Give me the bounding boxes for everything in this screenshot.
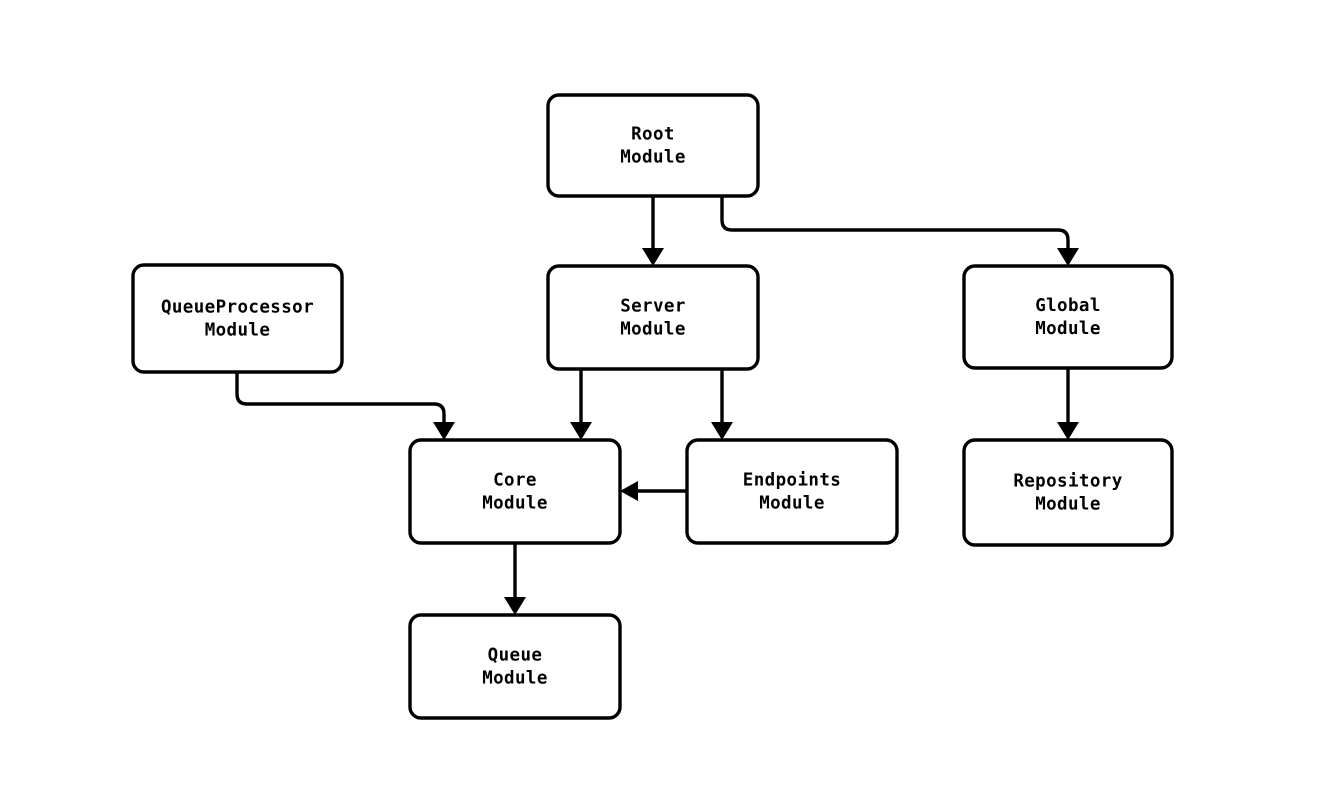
edge-endpoints-to-core <box>620 481 687 501</box>
node-label-endpoints-line2: Module <box>759 494 825 514</box>
arrow-head-icon <box>642 248 664 266</box>
node-label-repository-line1: Repository <box>1013 472 1122 492</box>
node-label-core-line1: Core <box>493 471 537 491</box>
node-label-repository-line2: Module <box>1035 495 1101 515</box>
node-box-repository[interactable] <box>962 438 1174 547</box>
arrow-head-icon <box>1057 248 1079 266</box>
node-label-global-line2: Module <box>1035 319 1101 339</box>
edge-server-to-endpoints <box>711 369 733 440</box>
node-box-queue[interactable] <box>408 613 622 720</box>
node-label-core-line2: Module <box>482 494 548 514</box>
edge-server-to-core <box>570 369 592 440</box>
edge-global-to-repository <box>1057 368 1079 440</box>
node-box-server[interactable] <box>546 264 760 371</box>
node-label-endpoints-line1: Endpoints <box>743 471 841 491</box>
edge-queueprocessor-to-core <box>235 372 455 440</box>
arrow-head-icon <box>620 481 638 501</box>
node-label-queue-line1: Queue <box>488 646 543 666</box>
edge-line <box>235 372 446 426</box>
nodes-layer: RootModuleQueueProcessorModuleServerModu… <box>131 93 1174 720</box>
node-label-server-line2: Module <box>620 320 686 340</box>
node-label-server-line1: Server <box>620 297 686 317</box>
edge-root-to-global <box>720 196 1079 266</box>
arrow-head-icon <box>1057 422 1079 440</box>
edge-core-to-queue <box>504 543 526 615</box>
node-label-queue-line2: Module <box>482 669 548 689</box>
edge-root-to-server <box>642 196 664 266</box>
edge-line <box>720 196 1070 252</box>
arrow-head-icon <box>570 422 592 440</box>
node-label-queueprocessor-line2: Module <box>205 321 271 341</box>
arrow-head-icon <box>711 422 733 440</box>
node-label-global-line1: Global <box>1035 296 1101 316</box>
arrow-head-icon <box>504 597 526 615</box>
node-box-global[interactable] <box>962 264 1174 370</box>
node-box-core[interactable] <box>408 438 622 545</box>
node-label-root-line1: Root <box>631 125 675 145</box>
node-box-root[interactable] <box>546 93 760 198</box>
node-label-root-line2: Module <box>620 148 686 168</box>
node-label-queueprocessor-line1: QueueProcessor <box>161 298 314 318</box>
edges-layer <box>235 196 1079 615</box>
node-box-queueprocessor[interactable] <box>131 263 344 374</box>
arrow-head-icon <box>433 422 455 440</box>
node-box-endpoints[interactable] <box>685 438 899 545</box>
